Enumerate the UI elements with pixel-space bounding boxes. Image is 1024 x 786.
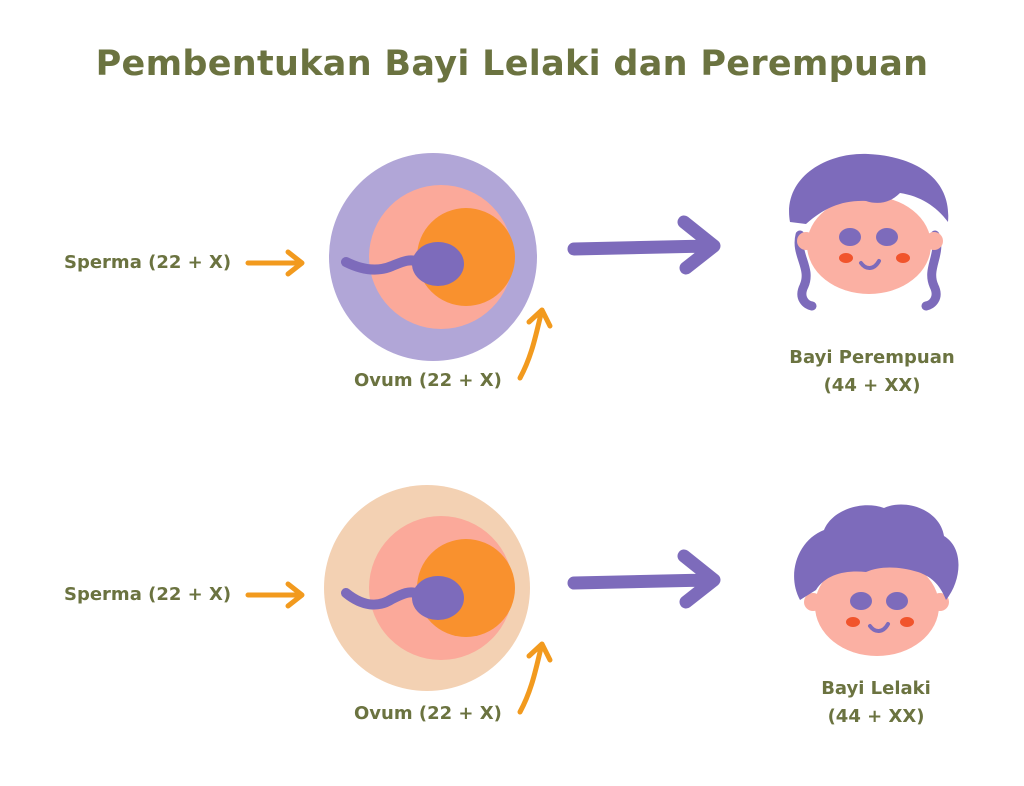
- ovum-label: Ovum (22 + X): [354, 370, 502, 391]
- baby-chromosomes: (44 + XX): [827, 706, 925, 727]
- sperm-label: Sperma (22 + X): [64, 584, 232, 605]
- baby-name: Bayi Lelaki: [821, 678, 931, 699]
- page-title: Pembentukan Bayi Lelaki dan Perempuan: [95, 44, 929, 84]
- sperm-label: Sperma (22 + X): [64, 252, 232, 273]
- row-2: [245, 485, 959, 715]
- baby-boy-caption: Bayi Lelaki (44 + XX): [776, 675, 976, 731]
- result-arrow-icon: [567, 549, 721, 609]
- sperm-pointer-arrow-icon: [245, 581, 305, 609]
- sperm-pointer-arrow-icon: [245, 249, 305, 277]
- result-arrow-icon: [567, 215, 721, 275]
- sperm-cell: [341, 242, 464, 286]
- sperm-cell: [341, 576, 464, 620]
- baby-name: Bayi Perempuan: [789, 347, 955, 368]
- ovum-pointer-arrow-icon: [517, 641, 553, 715]
- ovum-pointer-arrow-icon: [517, 307, 553, 381]
- row-1: [245, 153, 949, 381]
- baby-girl-caption: Bayi Perempuan (44 + XX): [772, 344, 972, 400]
- baby-chromosomes: (44 + XX): [823, 375, 921, 396]
- girl-face-icon: [789, 153, 949, 311]
- boy-face-icon: [794, 504, 959, 656]
- ovum-label: Ovum (22 + X): [354, 703, 502, 724]
